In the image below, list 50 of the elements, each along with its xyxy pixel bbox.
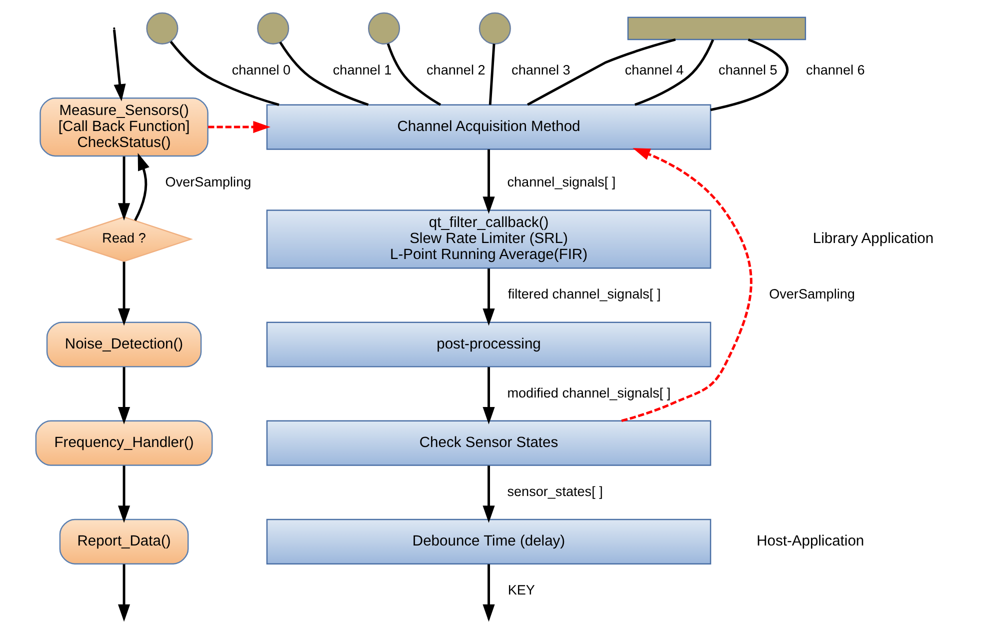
node-box: post-processing	[266, 322, 712, 368]
edge-label: OverSampling	[769, 286, 855, 302]
connector	[527, 38, 676, 106]
node-box: Channel Acquisition Method	[266, 104, 712, 150]
edge-label: channel 6	[806, 62, 865, 78]
edge-label: OverSampling	[165, 174, 252, 190]
connector	[710, 38, 788, 112]
edge-label: modified channel_signals[ ]	[507, 385, 671, 400]
label: Host-Application	[756, 533, 864, 550]
node-box: Check Sensor States	[266, 420, 712, 466]
connector	[170, 40, 280, 106]
node-diamond: Read ?	[55, 216, 193, 262]
arrow	[482, 149, 495, 214]
node-box: Report_Data()	[59, 518, 189, 564]
node-circle	[146, 12, 178, 44]
node-circle	[257, 12, 290, 44]
connector	[386, 43, 442, 106]
node-box: Frequency_Handler()	[35, 420, 213, 466]
node-box: Debounce Time (delay)	[266, 518, 712, 564]
arrow	[621, 148, 752, 422]
node-bar	[627, 16, 806, 40]
edge-label: channel 0	[232, 62, 291, 78]
edge-label: sensor_states[ ]	[507, 484, 603, 499]
arrow	[118, 367, 130, 424]
node-box: Noise_Detection()	[46, 322, 202, 368]
edge-label: channel_signals[ ]	[507, 174, 616, 190]
arrow	[134, 152, 150, 221]
edge-label: KEY	[508, 582, 535, 598]
arrow	[118, 262, 130, 326]
edge-label: channel 4	[624, 62, 684, 78]
node-box: Measure_Sensors() [Call Back Function] CheckStatus()	[40, 97, 208, 157]
label: Library Application	[812, 230, 934, 247]
arrow	[118, 156, 130, 220]
connector	[634, 39, 714, 106]
connector	[488, 44, 496, 105]
edge-label: channel 3	[512, 62, 570, 78]
edge-label: channel 5	[718, 62, 778, 78]
node-circle	[478, 12, 511, 44]
edge-label: channel 2	[426, 62, 486, 78]
connector	[279, 42, 369, 106]
arrow	[112, 30, 126, 102]
node-box: qt_filter_callback() Slew Rate Limiter (SRL) L-Point Running Average(FIR)	[266, 210, 712, 269]
edge-label: channel 1	[332, 62, 392, 78]
edge-label: filtered channel_signals[ ]	[508, 286, 661, 302]
node-circle	[368, 12, 400, 44]
arrow	[482, 367, 495, 424]
arrow	[118, 466, 130, 523]
arrow	[482, 268, 495, 326]
arrow	[482, 466, 495, 523]
arrow	[208, 120, 270, 134]
